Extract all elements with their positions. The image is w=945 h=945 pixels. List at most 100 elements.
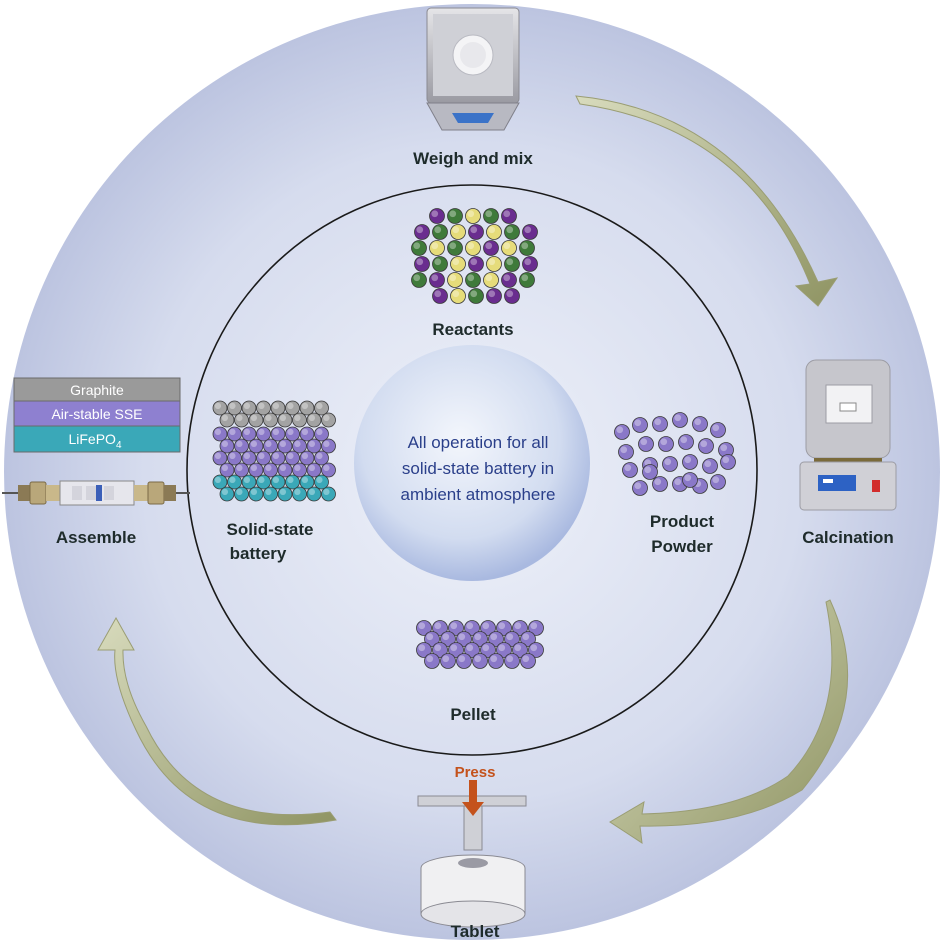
pellet-particle-highlight <box>514 622 522 630</box>
battery-sse-particle-highlight <box>221 464 229 472</box>
product-particle <box>652 476 668 492</box>
battery-sse-particle <box>256 426 271 442</box>
product-particle-highlight <box>684 456 692 464</box>
battery-sse-particle-highlight <box>323 464 330 472</box>
battery-cathode-particle-highlight <box>294 488 301 496</box>
battery-sse-particle-highlight <box>229 452 236 460</box>
battery-sse-particle-highlight <box>294 464 301 472</box>
pellet-particle <box>480 620 496 636</box>
battery-graphite-particle <box>219 412 235 428</box>
product-particle-highlight <box>640 438 648 446</box>
reactant-particle <box>501 272 517 288</box>
product-particle <box>614 424 630 440</box>
battery-sse-particle-highlight <box>323 440 330 448</box>
pellet-particle <box>496 642 512 658</box>
pellet-particle-highlight <box>474 633 482 641</box>
pellet-particle-highlight <box>474 655 482 663</box>
reactant-particle <box>468 224 484 240</box>
reactant-particle-highlight <box>503 274 511 282</box>
battery-graphite-particle <box>285 400 300 416</box>
battery-cathode-particle-highlight <box>243 476 251 484</box>
battery-sse-particle-highlight <box>308 440 316 448</box>
product-particle-highlight <box>664 458 672 466</box>
reactant-particle-highlight <box>434 226 442 234</box>
battery-cathode-particle-highlight <box>258 476 265 484</box>
center-sphere <box>354 345 590 581</box>
reactant-particle-highlight <box>488 290 496 298</box>
product-particle <box>678 434 694 450</box>
reactant-particle-highlight <box>524 258 532 266</box>
pellet-particle <box>464 620 480 636</box>
pellet-particle <box>416 620 432 636</box>
reactant-particle-highlight <box>488 226 496 234</box>
reactant-particle <box>450 256 466 272</box>
solid-state-battery-particles <box>212 400 336 502</box>
pellet-particle-highlight <box>506 633 514 641</box>
battery-graphite-particle <box>292 412 307 428</box>
reactant-particle <box>519 240 535 256</box>
battery-sse-particle <box>321 438 336 454</box>
battery-graphite-particle-highlight <box>250 414 258 422</box>
product-particle-highlight <box>722 456 730 464</box>
battery-sse-particle <box>241 450 257 466</box>
reactant-particle <box>432 256 448 272</box>
reactant-particle <box>522 224 538 240</box>
battery-sse-particle <box>263 462 278 478</box>
reactant-particle <box>432 224 448 240</box>
battery-sse-particle-highlight <box>236 440 243 448</box>
pellet-particle-highlight <box>498 644 506 652</box>
pellet-particle <box>512 620 528 636</box>
battery-sse-particle-highlight <box>214 428 222 436</box>
pellet-particle-highlight <box>450 644 458 652</box>
battery-sse-particle-highlight <box>214 452 222 460</box>
battery-graphite-particle <box>227 400 242 416</box>
center-text-line1: All operation for all <box>408 433 549 452</box>
battery-cathode-particle-highlight <box>323 488 330 496</box>
pellet-particle-highlight <box>418 644 426 652</box>
product-particle-highlight <box>634 482 642 490</box>
battery-cathode-particle <box>241 474 257 490</box>
battery-sse-particle-highlight <box>301 452 309 460</box>
reactant-particle <box>501 208 517 224</box>
battery-cathode-particle <box>321 486 336 502</box>
reactant-particle-highlight <box>506 226 514 234</box>
product-particle <box>682 472 698 488</box>
product-particle-highlight <box>712 424 720 432</box>
reactant-particle <box>465 272 481 288</box>
battery-graphite-particle-highlight <box>294 414 301 422</box>
battery-cathode-particle-highlight <box>287 476 294 484</box>
pellet-particle <box>448 642 464 658</box>
pellet-particle <box>520 631 536 647</box>
battery-cathode-particle-highlight <box>308 488 316 496</box>
product-particle-highlight <box>712 476 720 484</box>
battery-graphite-particle <box>270 400 286 416</box>
cycle-arrow-top-right <box>575 95 839 307</box>
layer-lifepo4-label: LiFePO4 <box>68 431 121 451</box>
pellet-particle <box>440 631 456 647</box>
pellet-particle-highlight <box>466 644 474 652</box>
reactant-particle-highlight <box>503 242 511 250</box>
product-particle <box>710 474 726 490</box>
product-particle <box>682 454 698 470</box>
pellet-particle <box>464 642 480 658</box>
battery-cathode-particle <box>212 474 228 490</box>
battery-cathode-particle-highlight <box>265 488 272 496</box>
pellet-particle-highlight <box>466 622 474 630</box>
battery-cathode-particle <box>270 474 286 490</box>
reactant-particle <box>486 288 502 304</box>
battery-sse-particle-highlight <box>243 452 251 460</box>
battery-graphite-particle <box>277 412 293 428</box>
pellet-particle-highlight <box>530 622 538 630</box>
pellet-particle <box>520 653 536 669</box>
pellet-particle <box>432 642 448 658</box>
reactant-particle <box>483 240 499 256</box>
cycle-arrow-bottom-left <box>97 616 337 826</box>
pellet-particle-highlight <box>426 633 434 641</box>
pellet-particle <box>448 620 464 636</box>
reactant-particle <box>447 240 463 256</box>
reactant-particle <box>483 272 499 288</box>
reactant-particle <box>414 256 430 272</box>
pellet-particle-highlight <box>506 655 514 663</box>
battery-graphite-particle-highlight <box>279 414 287 422</box>
battery-cathode-particle-highlight <box>279 488 287 496</box>
